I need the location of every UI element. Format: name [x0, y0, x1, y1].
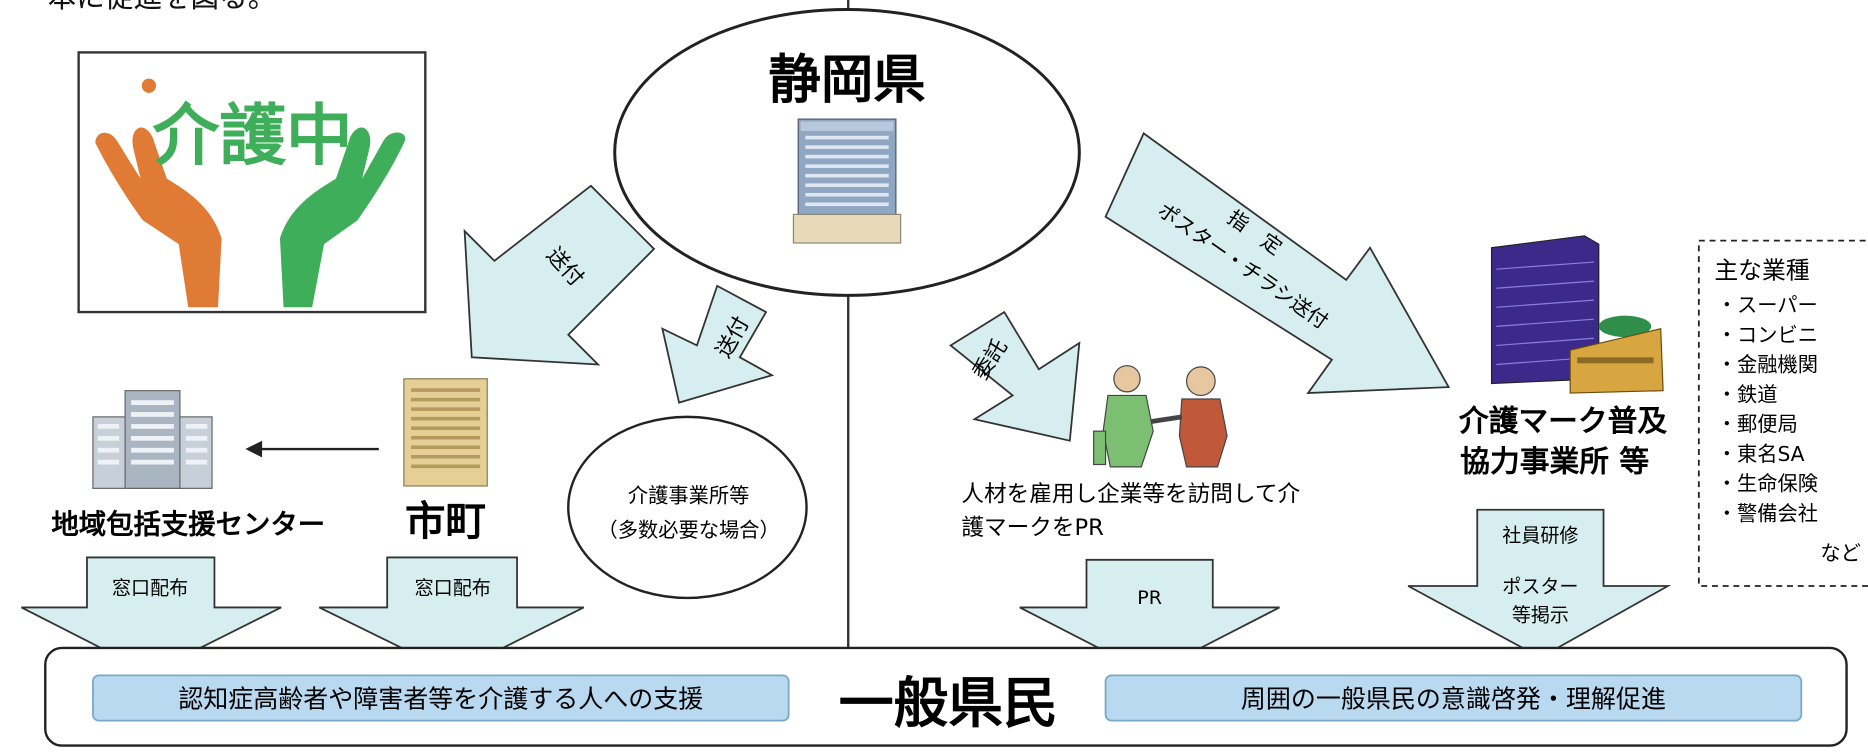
partner-line2: 協力事業所 等 — [1460, 445, 1649, 480]
city-building-icon — [403, 378, 488, 487]
down-arrow-city-label: 窓口配布 — [415, 577, 491, 599]
business-type-item: ・金融機関 — [1717, 353, 1818, 377]
down-arrow-partner-label-2: ポスター — [1502, 576, 1578, 598]
business-types-etc: など — [1820, 541, 1861, 565]
kaigo-mark-logo: 介護中 — [77, 51, 427, 314]
business-type-item: ・郵便局 — [1717, 412, 1798, 436]
left-banner-text: 認知症高齢者や障害者等を介護する人への支援 — [178, 685, 703, 714]
center-building-icon — [92, 390, 213, 489]
partner-line1: 介護マーク普及 — [1458, 404, 1668, 439]
business-type-item: ・生命保険 — [1717, 472, 1818, 496]
care-office-line2: （多数必要な場合） — [597, 518, 779, 542]
pr-person-line1: 人材を雇用し企業等を訪問して介 — [961, 481, 1300, 507]
prefecture-building-icon — [792, 118, 902, 244]
down-arrow-partner — [1407, 508, 1672, 659]
business-types-title: 主な業種 — [1714, 257, 1809, 285]
business-type-item: ・コンビニ — [1717, 323, 1818, 347]
business-types-box — [1697, 239, 1868, 587]
care-office-line1: 介護事業所等 — [628, 484, 750, 508]
pr-person-line2: 護マークをPR — [961, 515, 1104, 541]
city-label: 市町 — [405, 497, 486, 545]
handshake-people-icon — [1093, 365, 1228, 468]
down-arrow-city — [318, 556, 585, 674]
down-arrow-center-label: 窓口配布 — [112, 577, 188, 599]
general-public-title: 一般県民 — [839, 671, 1058, 735]
down-arrow-partner-label-3: 等掲示 — [1512, 605, 1569, 627]
business-type-item: ・鉄道 — [1717, 382, 1778, 406]
top-text: 本に促進を図る。 — [48, 0, 277, 14]
down-arrow-center — [21, 556, 282, 674]
business-type-item: ・スーパー — [1717, 293, 1818, 317]
green-hand-icon — [279, 127, 406, 308]
orange-hand-icon — [95, 127, 222, 308]
down-arrow-pr-label: PR — [1137, 587, 1162, 609]
business-type-item: ・東名SA — [1717, 442, 1805, 466]
partner-building-icon — [1490, 235, 1664, 394]
left-banner — [92, 674, 790, 722]
logo-text: 介護中 — [153, 96, 353, 174]
right-banner — [1104, 674, 1803, 722]
arrow-to-care — [661, 284, 775, 404]
right-banner-text: 周囲の一般県民の意識啓発・理解促進 — [1241, 685, 1666, 714]
arrow-consign — [949, 310, 1081, 442]
arrow-designate — [1104, 132, 1451, 395]
down-arrow-partner-label-1: 社員研修 — [1502, 525, 1578, 547]
arrow-to-city — [463, 184, 656, 366]
down-arrow-pr — [1019, 558, 1280, 676]
care-office-circle — [567, 415, 808, 600]
business-type-item: ・警備会社 — [1717, 502, 1818, 526]
prefecture-label: 静岡県 — [768, 50, 925, 111]
center-label: 地域包括支援センター — [51, 509, 325, 541]
